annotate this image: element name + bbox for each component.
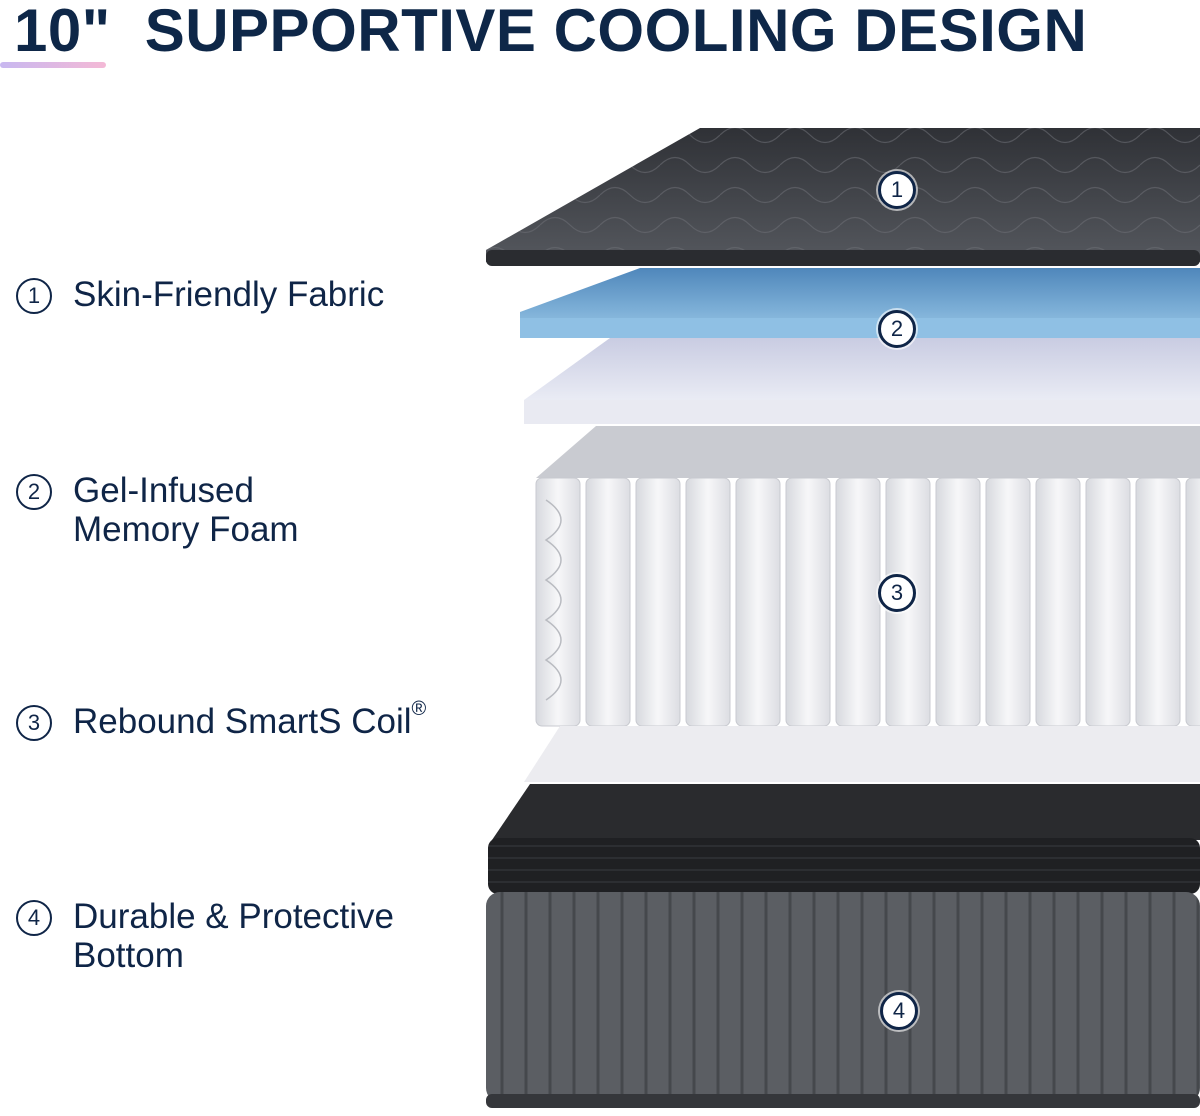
page-title: 10" SUPPORTIVE COOLING DESIGN [14, 0, 1087, 65]
layer-marker-3: 3 [878, 574, 916, 612]
layer-marker-4: 4 [880, 992, 918, 1030]
title-text: SUPPORTIVE COOLING DESIGN [144, 0, 1088, 64]
layer-label-4: 4 Durable & Protective Bottom [16, 897, 394, 975]
registered-mark: ® [411, 698, 427, 720]
layer-name: Gel-Infused Memory Foam [73, 471, 299, 549]
layer-name-line: Bottom [73, 936, 184, 975]
number-badge: 4 [16, 900, 52, 936]
number-badge: 3 [16, 705, 52, 741]
comfort-foam-layer [524, 338, 1200, 424]
layer-name: Durable & Protective Bottom [73, 897, 394, 975]
layer-name: Skin-Friendly Fabric [73, 275, 384, 314]
layer-label-3: 3 Rebound SmartS Coil® [16, 699, 426, 741]
coil-layer [535, 426, 1200, 727]
layer-marker-1: 1 [878, 171, 916, 209]
number-badge: 2 [16, 474, 52, 510]
layer-label-2: 2 Gel-Infused Memory Foam [16, 471, 299, 549]
gel-foam-layer [520, 268, 1200, 338]
base-foam-layer [524, 726, 1200, 782]
layer-marker-2: 2 [878, 310, 916, 348]
coil-columns [535, 477, 1200, 727]
layer-name-line: Rebound SmartS Coil [73, 702, 412, 741]
mattress-height: 10" [14, 0, 111, 64]
fabric-layer [486, 128, 1200, 266]
layer-name-line: Gel-Infused [73, 471, 254, 510]
layer-name-line: Durable & Protective [73, 897, 394, 936]
number-badge: 1 [16, 278, 52, 314]
base-layer [486, 784, 1200, 1108]
layer-name-line: Skin-Friendly Fabric [73, 275, 385, 314]
layer-label-1: 1 Skin-Friendly Fabric [16, 275, 384, 314]
layer-name: Rebound SmartS Coil® [73, 699, 426, 741]
title-accent-underline [0, 62, 106, 68]
layer-name-line: Memory Foam [73, 510, 299, 549]
